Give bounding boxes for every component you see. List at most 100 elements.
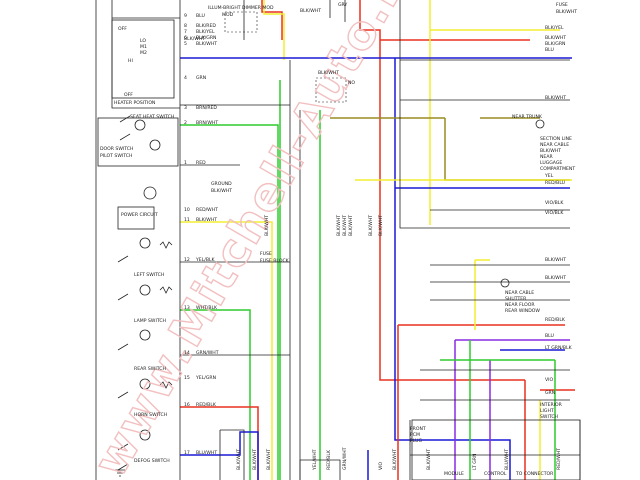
lamp-10 [500, 278, 510, 288]
body-ground-label: BLK/WHT [300, 8, 321, 14]
heater-switch-box [111, 19, 175, 99]
right-wire-label: BLK/YEL [545, 25, 564, 31]
junction-box [315, 77, 347, 103]
bottom-wire-label: RED/BLK [326, 449, 332, 470]
right-wire-label: BLK/GRN [545, 41, 565, 47]
bottom-wire-label: BLK/WHT [392, 449, 398, 470]
bottom-wire-label: BLK/WHT [252, 449, 258, 470]
pin-wire-label: RED [196, 160, 206, 166]
watermark: www.Mitchell-Auto.ru [83, 0, 431, 480]
pin-number: 6 [184, 35, 187, 41]
pin-number: 15 [184, 375, 190, 381]
seat-heat-label: SEAT HEAT SWITCH [130, 114, 174, 120]
pin-number: 4 [184, 75, 187, 81]
connector-2: PLUG [410, 438, 422, 444]
bottom-wire-label: RED/WHT [556, 448, 562, 470]
pin-wire-label: WHT/BLK [196, 305, 218, 311]
rear-switch-label: REAR SWITCH [134, 366, 166, 372]
section-sub-0: NEAR CABLE [540, 142, 569, 148]
wire-white-label: BLK/WHT [184, 36, 205, 42]
lamp-8 [139, 429, 151, 441]
section-sub-3: LUGGAGE [540, 160, 562, 166]
resistor-3 [159, 381, 173, 389]
to-connector-label: TO CONNECTOR [515, 471, 554, 477]
bottom-wire-label: BLK/WHT [266, 449, 272, 470]
module-label: MODULE [444, 471, 464, 477]
mid-wire-label: BLK/WHT [336, 215, 342, 236]
lamp-3 [143, 186, 157, 200]
bottom-wire-label: LT GRN [472, 454, 478, 470]
bottom-wire-label: BLK/WHT [236, 449, 242, 470]
bottom-wire-label: YEL/WHT [312, 449, 318, 471]
wire-green-left [180, 80, 321, 480]
pin-wire-label: YEL/BLK [195, 257, 216, 263]
right-wire-label: YEL [544, 173, 554, 179]
wire-yellow-top [180, 0, 560, 480]
pin-wire-label: RED/WHT [196, 207, 218, 213]
right-wire-label: GRN [545, 390, 555, 396]
heater-off-label: OFF [124, 92, 133, 98]
switch-contacts [117, 115, 131, 471]
lamp-7 [139, 378, 151, 390]
heater-pos-3: M2 [140, 50, 147, 56]
heater-pos-2: M1 [140, 44, 147, 50]
connector-0: FRONT [410, 426, 426, 432]
right-wire-label: VIO [545, 377, 553, 383]
right-wire-label: BLK/WHT [545, 35, 566, 41]
bottom-vertical-labels: BLK/WHT BLK/WHT BLK/WHT YEL/WHT RED/BLK GRN/W… [236, 447, 562, 471]
lamp-switch-label: LAMP SWITCH [134, 318, 166, 324]
right-wire-label: RED/BLU [545, 180, 565, 186]
heater-pos-0: OFF [118, 26, 127, 32]
pin-wire-label: BLK/GRN [196, 35, 216, 41]
heater-switch-label: HEATER POSITION [114, 100, 155, 106]
pin-number: 12 [184, 257, 190, 263]
bottom-wire-label: GRN/WHT [342, 447, 348, 470]
dimmer-mod-label: ILLUM-BRIGHT DIMMER MOD [208, 5, 274, 11]
wire-blue-main [180, 57, 572, 480]
right-wire-label: BLK/WHT [545, 95, 566, 101]
power-circuit-box [117, 206, 155, 230]
pin-wire-label: BLU [196, 13, 205, 19]
pin-number: 9 [184, 13, 187, 19]
mid-wire-label: BLK/WHT [348, 215, 354, 236]
pin-number: 2 [184, 120, 187, 126]
heater-pos-4: HI [128, 58, 133, 64]
interior-light-1: LIGHT [540, 408, 554, 414]
captions: ILLUM-BRIGHT DIMMER MOD MOD GRY FUSE BLK… [100, 2, 577, 477]
right-wire-label: RED/BLK [545, 317, 566, 323]
power-circuit-label: POWER CIRCUIT [121, 212, 158, 218]
shutter-note-3: REAR WINDOW [505, 308, 540, 314]
pin-number: 5 [184, 41, 187, 47]
right-wire-label: BLK/WHT [545, 275, 566, 281]
pin-wire-label: BLK/YEL [196, 29, 215, 35]
pin-wire-label: BRN/RED [196, 105, 217, 111]
pin-number: 14 [184, 350, 190, 356]
top-right-label: FUSE [556, 2, 568, 8]
fuse-block-label: FUSE [260, 251, 272, 257]
defog-switch-label: DEFOG SWITCH [134, 458, 170, 464]
pin-number: 3 [184, 105, 187, 111]
left-switch-label: LEFT SWITCH [134, 272, 164, 278]
interior-light-2: SWITCH [540, 414, 558, 420]
pin-wire-label: BRN/WHT [196, 120, 218, 126]
pin-wire-label: RED/BLK [196, 402, 217, 408]
section-sub-4: COMPARTMENT [540, 166, 575, 172]
wire-green-right [440, 340, 556, 480]
pin-number: 13 [184, 305, 190, 311]
right-wire-label: VIO/BLK [545, 200, 564, 206]
lamp-6 [139, 329, 151, 341]
bottom-wire-label: VIO [378, 462, 384, 470]
wire-red-bottom [180, 324, 575, 480]
wire-olive-right [330, 117, 570, 181]
top-right-label-2: BLK/WHT [556, 9, 577, 15]
components [97, 11, 581, 480]
mid-wire-label: BLK/WHT [264, 215, 270, 236]
lamp-1 [134, 119, 146, 131]
pilot-switch-label: PILOT SWITCH [100, 153, 132, 159]
top-center-label: GRY [338, 2, 347, 8]
right-pin-labels: BLK/YELBLK/WHTBLK/GRNBLUBLK/WHTYELRED/BL… [544, 25, 573, 396]
bottom-module-box [411, 419, 581, 480]
pin-number: 17 [184, 450, 190, 456]
